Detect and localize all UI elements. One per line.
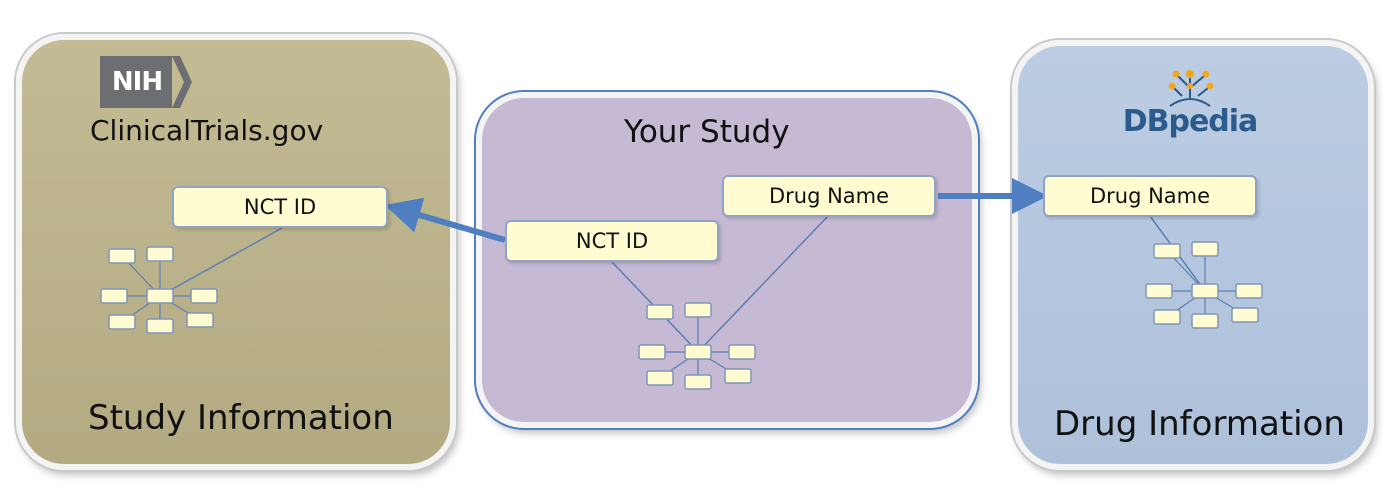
- nih-logo: NIH: [100, 56, 192, 108]
- graph-node: [728, 344, 756, 360]
- your-study-title: Your Study: [624, 114, 790, 150]
- graph-node: [108, 248, 136, 264]
- graph-hub-node: [684, 344, 712, 360]
- clinicaltrials-panel: [16, 34, 456, 470]
- graph-node: [646, 304, 674, 320]
- dbpedia-network-icon: [1168, 70, 1214, 107]
- graph-node: [1231, 307, 1259, 323]
- nih-logo-text: NIH: [111, 67, 163, 97]
- study-information-label: Study Information: [88, 398, 394, 438]
- clinicaltrials-title: ClinicalTrials.gov: [90, 114, 324, 147]
- drug-information-label: Drug Information: [1054, 404, 1345, 444]
- mid-drug-connector: [697, 215, 829, 353]
- arrow-to-clinicaltrials: [384, 197, 506, 243]
- graph-node: [1191, 241, 1219, 257]
- left-node-graph: [100, 246, 218, 334]
- graph-node: [1145, 283, 1173, 299]
- mid-drug-name-box: Drug Name: [722, 175, 936, 217]
- left-nct-id-box: NCT ID: [172, 186, 388, 228]
- graph-node: [1153, 243, 1181, 259]
- graph-node: [1153, 309, 1181, 325]
- graph-node: [638, 344, 666, 360]
- graph-node: [684, 374, 712, 390]
- graph-node: [100, 288, 128, 304]
- graph-node: [186, 312, 214, 328]
- graph-hub-node: [146, 288, 174, 304]
- graph-node: [1191, 313, 1219, 329]
- graph-node: [190, 288, 218, 304]
- mid-node-graph: [638, 302, 756, 390]
- dbpedia-logo: DBpedia: [1120, 66, 1260, 144]
- graph-node: [724, 368, 752, 384]
- graph-hub-node: [1191, 283, 1219, 299]
- graph-node: [646, 370, 674, 386]
- right-drug-name-box: Drug Name: [1043, 175, 1257, 217]
- graph-node: [146, 318, 174, 334]
- graph-node: [108, 314, 136, 330]
- right-node-graph: [1145, 241, 1263, 329]
- dbpedia-logo-text: DBpedia: [1122, 104, 1259, 139]
- graph-node: [684, 302, 712, 318]
- left-key-connector: [159, 227, 283, 297]
- mid-nct-id-box: NCT ID: [505, 220, 719, 262]
- graph-node: [146, 246, 174, 262]
- graph-node: [1235, 283, 1263, 299]
